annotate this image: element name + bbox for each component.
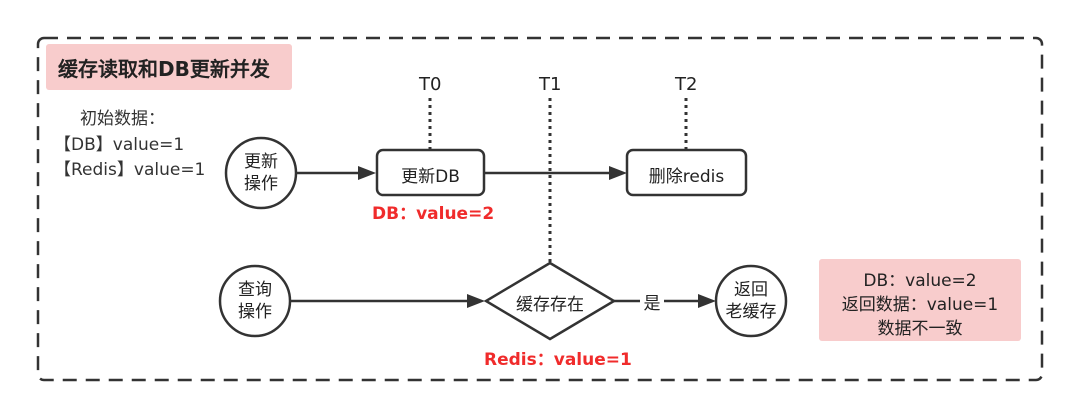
title-highlight [46,44,292,90]
query-op-line2: 操作 [238,302,272,322]
t2-label: T2 [675,74,698,95]
diagram-title: 缓存读取和DB更新并发 [58,57,270,81]
return-old-label: 返回 老缓存 [721,279,781,323]
result-line-3: 数据不一致 [877,319,963,339]
arrowhead [358,166,376,180]
update-op-label: 更新 操作 [231,151,291,195]
initial-heading: 初始数据： [80,109,165,129]
dashed-frame [36,36,1044,382]
update-op-line1: 更新 [244,152,278,172]
arrowhead [467,294,485,308]
redis-value-note: Redis：value=1 [484,350,632,370]
t1-label: T1 [539,74,562,95]
arrowhead [609,166,627,180]
cache-exists-diamond [483,261,617,341]
cache-exists-label: 缓存存在 [516,295,584,315]
delete-redis-label: 删除redis [648,167,725,187]
result-highlight [819,259,1021,341]
return-old-circle [714,264,788,338]
t0-label: T0 [419,74,442,95]
delete-redis-box [625,148,748,197]
initial-redis: 【Redis】value=1 [54,160,206,180]
result-line-2: 返回数据：value=1 [841,295,999,315]
return-old-line1: 返回 [734,280,768,300]
update-db-label: 更新DB [401,167,460,187]
query-op-line1: 查询 [238,280,272,300]
update-op-line2: 操作 [244,174,278,194]
return-old-line2: 老缓存 [725,302,777,322]
query-op-label: 查询 操作 [225,279,285,323]
arrowhead [698,294,716,308]
yes-label: 是 [640,289,664,314]
initial-db: 【DB】value=1 [54,135,185,155]
result-line-1: DB：value=2 [863,271,977,291]
db-value-note: DB：value=2 [372,204,495,224]
